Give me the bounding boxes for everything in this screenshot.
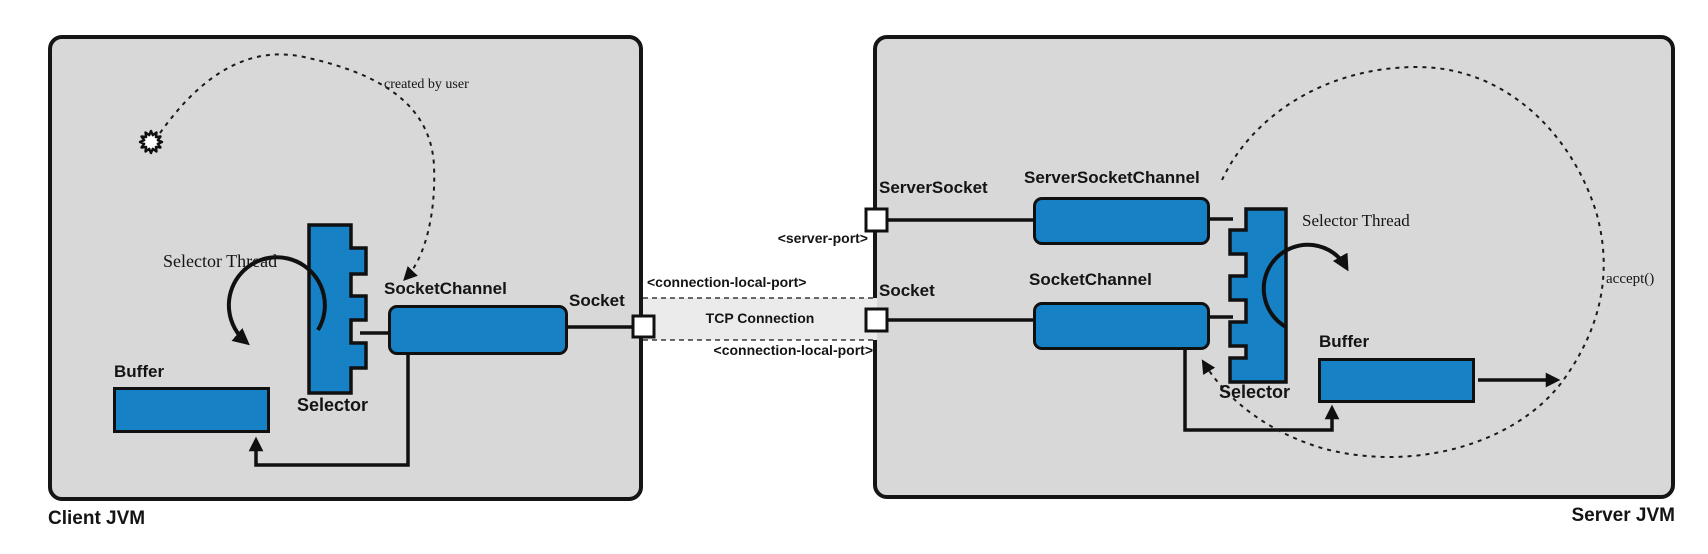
server-jvm-box bbox=[873, 35, 1675, 499]
client-socket-label: Socket bbox=[569, 291, 625, 310]
created-by-user-label: created by user bbox=[384, 77, 469, 92]
server-serversocket-label: ServerSocket bbox=[879, 178, 988, 197]
server-buffer-label: Buffer bbox=[1319, 332, 1370, 351]
connection-local-port-top-label: <connection-local-port> bbox=[647, 274, 807, 290]
client-socketchannel-label: SocketChannel bbox=[384, 279, 507, 298]
server-jvm-title: Server JVM bbox=[1571, 505, 1675, 526]
client-socketchannel-shape bbox=[388, 305, 568, 355]
server-buffer-shape bbox=[1318, 358, 1475, 403]
client-selector-thread-label: Selector Thread bbox=[163, 251, 278, 271]
client-buffer-shape bbox=[113, 387, 270, 433]
client-jvm-title: Client JVM bbox=[48, 508, 146, 529]
server-socketchannel-label: SocketChannel bbox=[1029, 270, 1152, 289]
connection-local-port-bottom-label: <connection-local-port> bbox=[713, 342, 873, 358]
client-selector-label: Selector bbox=[297, 395, 369, 415]
server-socketchannel-shape bbox=[1033, 302, 1210, 350]
server-socket-label: Socket bbox=[879, 281, 935, 300]
tcp-connection-label: TCP Connection bbox=[705, 310, 815, 326]
server-serversocketchannel-label: ServerSocketChannel bbox=[1024, 168, 1200, 187]
server-selector-thread-label: Selector Thread bbox=[1302, 211, 1410, 230]
client-buffer-label: Buffer bbox=[114, 362, 165, 381]
server-serversocketchannel-shape bbox=[1033, 197, 1210, 245]
accept-label: accept() bbox=[1606, 271, 1655, 287]
tcp-connection-band bbox=[643, 298, 877, 340]
server-selector-label: Selector bbox=[1219, 382, 1291, 402]
server-port-label: <server-port> bbox=[777, 230, 868, 246]
